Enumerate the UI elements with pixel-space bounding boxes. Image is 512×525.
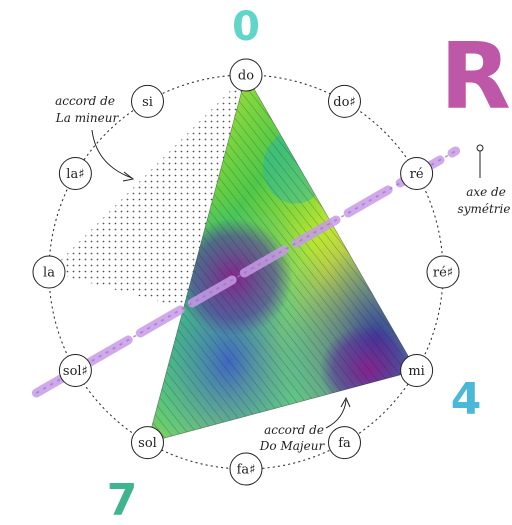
note-node-circle [32,255,66,289]
note-node: la [32,255,66,289]
corner-number-bottom: 7 [107,475,138,525]
note-node-circle [58,354,92,387]
axis-marker [476,144,484,152]
note-label: la♯ [66,167,84,182]
note-node: ré [400,157,434,190]
major-chord-annotation: accord de Do Majeur [259,396,351,453]
minor-chord-label-line2: La mineur [55,111,120,125]
note-node-circle [131,84,164,118]
note-node: sol [131,426,164,460]
major-chord-label-line2: Do Majeur [259,439,326,453]
note-node: do♯ [328,84,361,118]
note-node-circle [58,157,92,190]
note-node-circle [328,426,361,460]
axis-label-line1: axe de [466,185,506,199]
note-label: fa♯ [237,463,256,478]
note-label: do♯ [333,95,355,110]
minor-chord-arrow [91,129,133,179]
note-node-circle [426,255,460,289]
note-node: la♯ [58,157,92,190]
letter-R: R [440,23,511,130]
axis-label-line2: symétrie [458,202,511,216]
note-node-circle [328,84,361,118]
note-node: do [229,58,263,92]
note-node-circle [400,354,434,387]
major-chord-label-line1: accord de [264,423,324,437]
note-node: ré♯ [426,255,460,289]
note-node-circle [229,452,263,486]
note-label: mi [408,364,425,379]
corner-number-top: 0 [232,4,260,50]
note-node-circle [131,426,164,460]
note-node: mi [400,354,434,387]
note-node: fa [328,426,361,460]
minor-chord-annotation: accord de La mineur [55,94,135,182]
note-node: fa♯ [229,452,263,486]
note-label: sol♯ [63,364,88,379]
note-nodes: do do♯ ré ré♯ mi fa fa♯ sol sol♯ la la♯ si [32,58,460,486]
axis-annotation: axe de symétrie [458,144,511,216]
symmetry-axis-thin [36,150,456,394]
note-node: si [131,84,164,118]
note-label: sol [138,436,157,451]
major-chord-arrowhead [340,396,351,408]
note-node-circle [400,157,434,190]
note-label: ré♯ [433,266,453,281]
note-label: si [142,95,153,110]
corner-number-right: 4 [451,374,482,425]
note-node-circle [229,58,263,92]
minor-chord-arrowhead [122,171,135,182]
minor-chord-label-line1: accord de [55,94,115,108]
major-chord-arrow [325,399,347,429]
note-node: sol♯ [58,354,92,387]
note-label: fa [338,436,351,451]
note-label: do [238,69,254,84]
note-label: la [43,266,55,281]
note-label: ré [410,167,424,182]
